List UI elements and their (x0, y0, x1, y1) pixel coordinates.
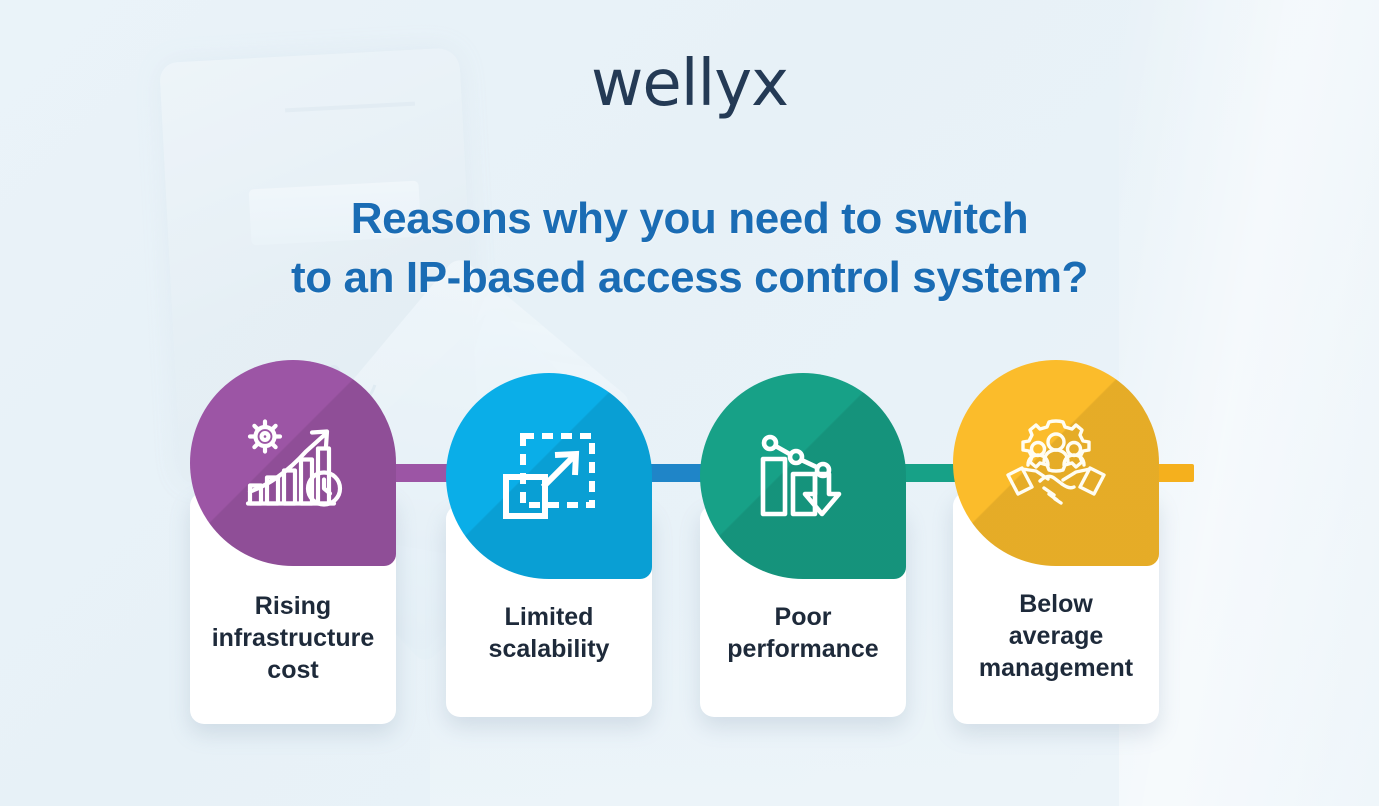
page-title: Reasons why you need to switch to an IP-… (0, 190, 1379, 307)
card-label-line-2: performance (727, 635, 879, 663)
card-label-line-1: Limited (504, 603, 594, 631)
card-label: Rising infrastructure cost (190, 492, 396, 686)
page-title-line-1: Reasons why you need to switch (350, 194, 1029, 243)
card-icon-blob (700, 373, 906, 579)
card-label-line-1: Below (1019, 590, 1093, 618)
card-label: Poor performance (700, 505, 906, 665)
scale-expand-arrow-icon (503, 433, 595, 519)
card-icon-blob (190, 360, 396, 566)
blob-shading (953, 360, 1159, 566)
card-label-line-3: management (978, 654, 1134, 682)
declining-bar-chart-down-arrow-icon (760, 434, 842, 517)
card-label: Limited scalability (446, 505, 652, 665)
card-label-line-3: cost (267, 656, 319, 684)
page-title-line-2: to an IP-based access control system? (290, 252, 1089, 302)
card-icon-blob (446, 373, 652, 579)
card-label-line-2: average (1008, 622, 1104, 650)
card-icon-blob (953, 360, 1159, 566)
card-label-line-2: infrastructure (211, 624, 375, 652)
card-label-line-1: Rising (254, 592, 332, 620)
blob-shading (446, 373, 652, 579)
card-label-line-1: Poor (774, 603, 832, 631)
gear-growth-chart-clock-icon (245, 419, 343, 507)
card-label-line-2: scalability (488, 635, 610, 663)
wellyx-logo: wellyx (590, 47, 789, 121)
card-label: Below average management (953, 492, 1159, 684)
handshake-team-gear-icon (1006, 419, 1106, 505)
